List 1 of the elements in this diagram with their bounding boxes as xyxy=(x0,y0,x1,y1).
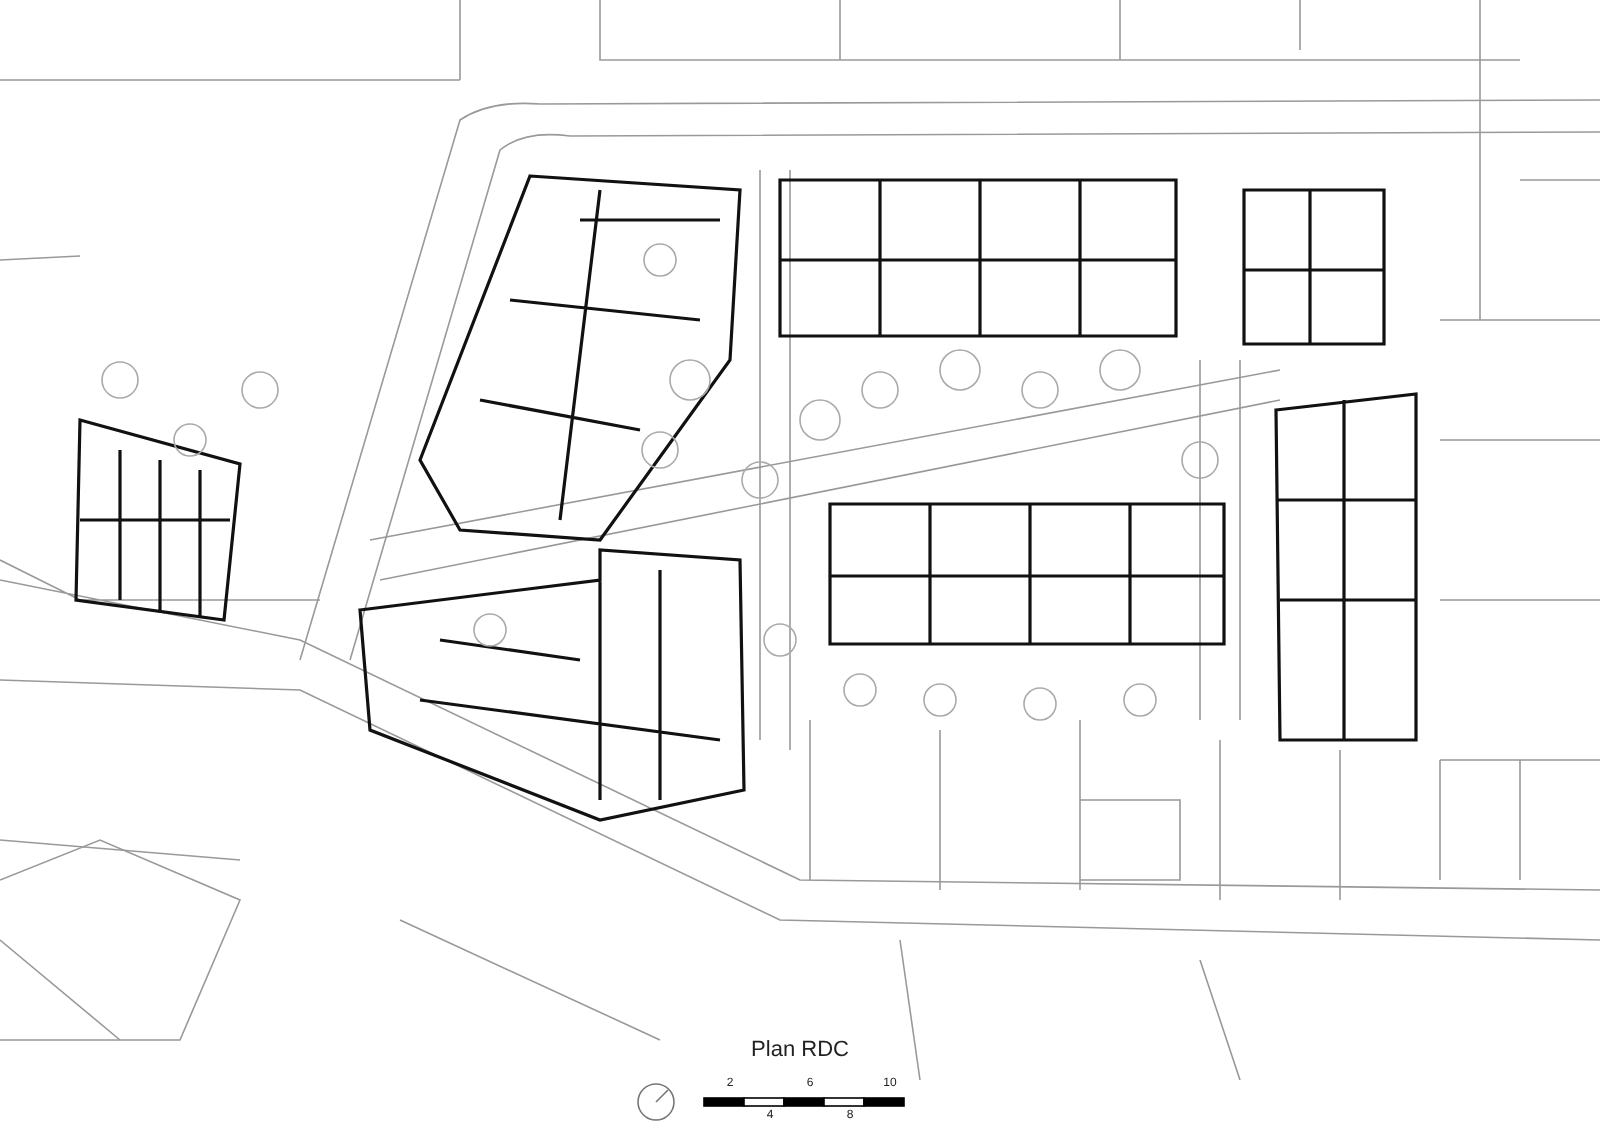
plan-title: Plan RDC xyxy=(749,1038,851,1062)
